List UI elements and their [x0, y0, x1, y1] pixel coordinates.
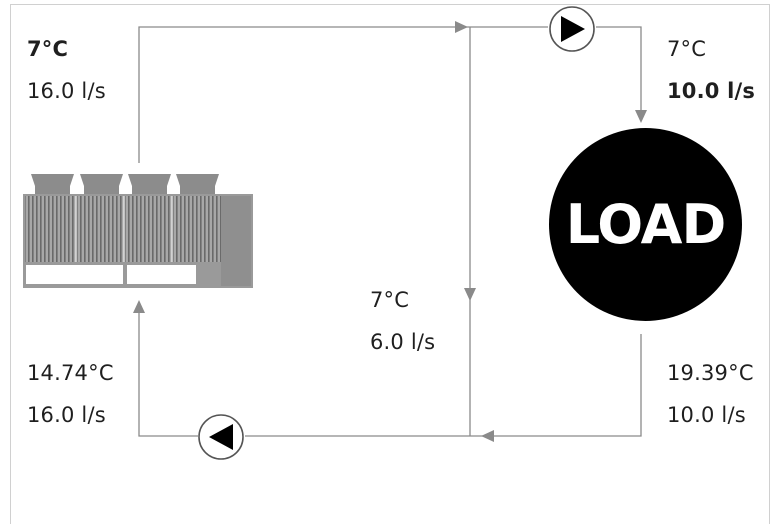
- arrow-icon: [635, 110, 647, 123]
- pump-top-icon: [549, 6, 595, 52]
- arrow-icon: [133, 300, 145, 313]
- bypass-temperature: 7°C: [370, 288, 410, 312]
- load-circle: LOAD: [549, 128, 742, 321]
- flow-arrows: [133, 21, 647, 442]
- supply-pipe-top: [138, 26, 548, 163]
- supply-pipe-to-load: [596, 26, 642, 118]
- chiller-outlet-flow: 16.0 l/s: [27, 79, 106, 103]
- chiller-outlet-temperature: 7°C: [27, 37, 69, 61]
- load-return-flow: 10.0 l/s: [667, 403, 746, 427]
- diagram-frame: [10, 4, 770, 524]
- arrow-icon: [464, 288, 476, 301]
- bypass-flow: 6.0 l/s: [370, 330, 436, 354]
- chiller-return-temperature: 14.74°C: [27, 361, 114, 385]
- load-supply-flow: 10.0 l/s: [667, 79, 756, 103]
- load-return-temperature: 19.39°C: [667, 361, 754, 385]
- return-pipe-from-load: [245, 334, 642, 437]
- chiller-unit-icon: [23, 174, 253, 288]
- load-supply-temperature: 7°C: [667, 37, 707, 61]
- return-pipe-to-chiller: [138, 312, 198, 437]
- arrow-icon: [481, 430, 494, 442]
- pipe-network: [138, 26, 642, 437]
- arrow-icon: [455, 21, 468, 33]
- pump-bottom-icon: [198, 414, 244, 460]
- load-label: LOAD: [565, 193, 727, 256]
- chiller-return-flow: 16.0 l/s: [27, 403, 106, 427]
